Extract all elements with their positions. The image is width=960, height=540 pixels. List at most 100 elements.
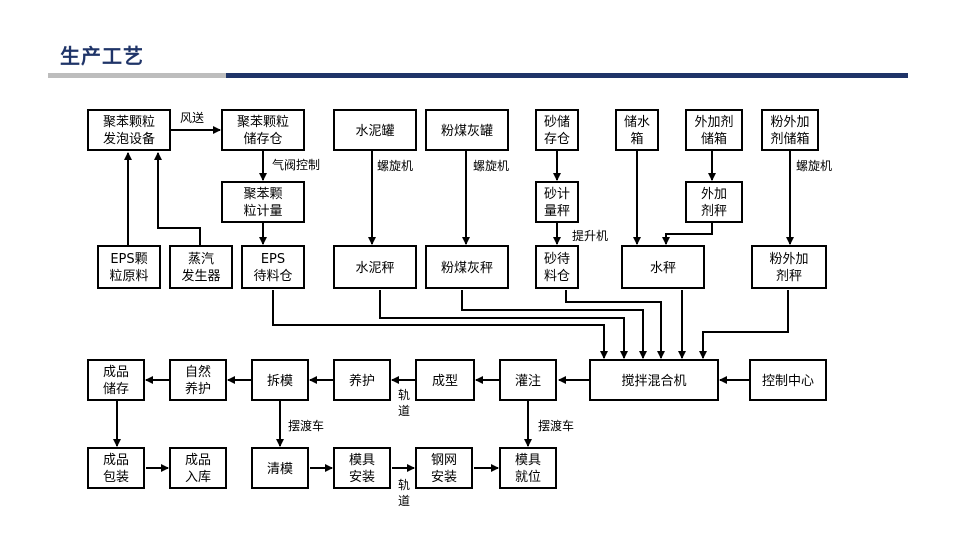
svg-text:储箱: 储箱: [701, 131, 727, 147]
edge-label-track: 道: [398, 494, 410, 508]
svg-text:钢网: 钢网: [431, 453, 457, 468]
node-water-tank: 储水箱: [615, 109, 659, 151]
svg-text:粒计量: 粒计量: [243, 204, 282, 219]
svg-text:聚苯颗粒: 聚苯颗粒: [237, 115, 289, 130]
svg-text:蒸汽: 蒸汽: [188, 252, 214, 267]
node-control-center: 控制中心: [749, 359, 827, 401]
svg-text:拆模: 拆模: [267, 374, 293, 389]
title-underline-navy: [226, 73, 908, 78]
svg-text:成品: 成品: [185, 453, 211, 468]
svg-text:EPS颗: EPS颗: [110, 252, 147, 267]
svg-text:灌注: 灌注: [515, 374, 541, 389]
svg-text:剂储箱: 剂储箱: [770, 131, 809, 147]
svg-text:安装: 安装: [349, 470, 375, 485]
svg-text:聚苯颗: 聚苯颗: [243, 187, 282, 202]
node-flyash-scale: 粉煤灰秤: [425, 245, 509, 289]
svg-text:就位: 就位: [515, 470, 541, 485]
svg-text:储水: 储水: [624, 115, 650, 130]
page-title: 生产工艺: [60, 44, 144, 68]
svg-text:聚苯颗粒: 聚苯颗粒: [103, 115, 155, 130]
svg-text:粉外加: 粉外加: [770, 115, 809, 130]
node-flyash-tank: 粉煤灰罐: [425, 109, 509, 151]
node-cement-tank: 水泥罐: [333, 109, 417, 151]
node-pouring: 灌注: [499, 359, 557, 401]
svg-text:EPS: EPS: [261, 252, 285, 267]
svg-text:搅拌混合机: 搅拌混合机: [621, 373, 686, 389]
svg-text:箱: 箱: [630, 131, 643, 147]
node-mold-clean: 清模: [251, 447, 309, 489]
node-mixer: 搅拌混合机: [589, 359, 719, 401]
edge-label-screw: 螺旋机: [473, 159, 509, 173]
edge-label-wind: 风送: [180, 110, 204, 125]
node-demold: 拆模: [251, 359, 309, 401]
node-water-scale: 水秤: [621, 245, 705, 289]
svg-text:储存仓: 储存仓: [243, 132, 282, 147]
edge-label-track: 轨: [398, 478, 410, 492]
svg-text:安装: 安装: [431, 470, 457, 485]
svg-text:水泥罐: 水泥罐: [355, 124, 394, 139]
svg-text:模具: 模具: [349, 453, 375, 468]
svg-text:水泥秤: 水泥秤: [355, 261, 394, 276]
svg-text:砂计: 砂计: [544, 187, 570, 202]
svg-text:养护: 养护: [185, 381, 211, 397]
edge-label-screw: 螺旋机: [377, 159, 413, 173]
svg-text:外加: 外加: [701, 187, 727, 202]
svg-text:料仓: 料仓: [544, 269, 570, 284]
svg-text:剂秤: 剂秤: [701, 204, 727, 219]
svg-text:粉煤灰秤: 粉煤灰秤: [441, 261, 493, 276]
svg-text:粒原料: 粒原料: [109, 269, 148, 284]
edge-label-valve: 气阀控制: [272, 157, 320, 172]
node-cement-scale: 水泥秤: [333, 245, 417, 289]
svg-text:成品: 成品: [103, 453, 129, 468]
title-underline-gray: [48, 73, 226, 78]
edge-label-screw: 螺旋机: [796, 159, 832, 173]
svg-text:养护: 养护: [349, 373, 375, 389]
edge-label-track: 道: [398, 404, 410, 418]
svg-text:外加剂: 外加剂: [694, 115, 733, 130]
svg-text:粉煤灰罐: 粉煤灰罐: [441, 124, 493, 139]
edge-label-lift: 提升机: [572, 228, 608, 243]
edge-label-ferry: 摆渡车: [538, 418, 574, 433]
node-eps-waiting: EPS 待料仓: [241, 245, 305, 289]
svg-text:剂秤: 剂秤: [776, 269, 802, 284]
svg-text:待料仓: 待料仓: [253, 269, 292, 284]
edge-label-track: 轨: [398, 388, 410, 402]
connectors: [113, 126, 794, 472]
edge-label-ferry: 摆渡车: [288, 418, 324, 433]
svg-text:储存: 储存: [103, 382, 129, 397]
svg-text:模具: 模具: [515, 453, 541, 468]
node-curing: 养护: [333, 359, 391, 401]
svg-text:清模: 清模: [267, 462, 293, 477]
node-forming: 成型: [415, 359, 475, 401]
svg-text:水秤: 水秤: [650, 261, 676, 276]
svg-text:入库: 入库: [185, 469, 211, 485]
svg-text:砂储: 砂储: [544, 115, 570, 130]
svg-text:自然: 自然: [185, 364, 211, 380]
svg-text:成品: 成品: [103, 365, 129, 380]
svg-text:存仓: 存仓: [544, 132, 570, 147]
svg-text:包装: 包装: [103, 470, 129, 485]
svg-text:发泡设备: 发泡设备: [103, 131, 155, 147]
svg-text:量秤: 量秤: [544, 204, 570, 219]
svg-text:控制中心: 控制中心: [762, 374, 814, 389]
